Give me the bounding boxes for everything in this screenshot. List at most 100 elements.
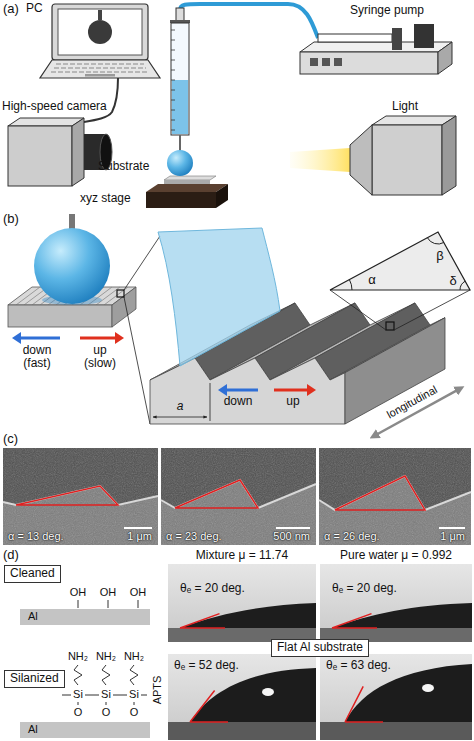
chem-group: Si <box>73 688 83 701</box>
high-speed-camera <box>72 118 84 186</box>
sem-image <box>276 527 310 529</box>
axis-label: longitudinal <box>384 383 439 421</box>
pc-laptop <box>40 60 160 78</box>
drop-photo <box>320 654 472 740</box>
aminopropyl-chain <box>102 665 110 685</box>
device-label: xyz stage <box>80 192 131 206</box>
device-label: Light <box>392 100 418 114</box>
sem-image: α = 23 deg. 500 nm <box>161 448 316 545</box>
dimension-label: a <box>177 400 184 414</box>
syringe-pump <box>392 28 402 50</box>
sem-image <box>161 480 316 508</box>
condition-box: Silanized <box>4 670 65 688</box>
syringe <box>179 135 181 151</box>
image-annotation: θₑ = 20 deg. <box>332 582 397 596</box>
syringe-pump <box>414 24 434 48</box>
image-annotation: θₑ = 63 deg. <box>326 659 391 673</box>
box-text: Cleaned <box>10 567 55 581</box>
light-source <box>350 125 372 195</box>
chem-group: Si <box>129 688 139 701</box>
chem-group: O <box>102 706 111 719</box>
al-substrate: Al <box>20 609 150 625</box>
light-beam <box>290 148 350 172</box>
panel-label: (d) <box>3 548 19 563</box>
light-source <box>442 116 456 195</box>
syringe <box>170 8 190 151</box>
direction-arrows <box>12 332 21 344</box>
drop-photo: θₑ = 63 deg. <box>320 654 472 740</box>
sem-image <box>3 448 158 545</box>
device-label: PC <box>26 2 43 16</box>
direction-label: down <box>23 344 52 358</box>
drop-photo <box>320 564 472 642</box>
sem-image <box>319 448 471 545</box>
drop-photo <box>320 654 472 740</box>
direction-arrows <box>307 384 316 396</box>
image-annotation: α = 26 deg. <box>324 530 380 543</box>
sem-image <box>3 448 158 545</box>
xyz-stage <box>146 184 228 192</box>
drop-photo <box>332 614 377 628</box>
image-annotation: 500 nm <box>273 530 310 543</box>
substrate-plate <box>164 176 216 184</box>
chem-group: O <box>74 706 83 719</box>
syringe-pump <box>300 24 452 74</box>
drop-photo <box>320 722 472 740</box>
drop-photo <box>168 564 316 642</box>
zoom-square <box>386 322 394 330</box>
direction-arrows <box>12 332 124 344</box>
aminopropyl-chain <box>130 665 138 685</box>
angle-label: δ <box>449 274 456 289</box>
condition-box: Cleaned <box>4 565 61 583</box>
sem-image <box>319 476 471 510</box>
light-source <box>372 125 442 195</box>
image-annotation: θₑ = 52 deg. <box>174 659 239 673</box>
chem-group: NH₂ <box>96 650 116 663</box>
xyz-stage <box>146 184 228 208</box>
image-annotation: 1 μm <box>440 530 465 543</box>
sem-image: α = 26 deg. 1 μm <box>319 448 471 545</box>
syringe <box>171 23 189 135</box>
pc-laptop <box>51 64 149 72</box>
substrate-box: Flat Al substrate <box>271 639 369 657</box>
image-annotation: α = 13 deg. <box>8 530 64 543</box>
pc-laptop <box>98 10 102 20</box>
syringe-pump <box>318 34 392 42</box>
zoom-line <box>330 290 470 330</box>
pitch-dimension <box>153 417 207 418</box>
molecule-label: APTS <box>151 676 164 705</box>
syringe-pump <box>322 58 330 66</box>
pitch-dimension <box>153 383 210 421</box>
drop-photo <box>422 684 434 692</box>
box-text: Flat Al substrate <box>277 641 363 655</box>
device-label: Syringe pump <box>350 4 424 18</box>
drop-photo <box>180 603 316 628</box>
chem-group: NH₂ <box>124 650 144 663</box>
droplet <box>34 228 110 304</box>
direction-label: (slow) <box>84 357 116 371</box>
panel-label: (c) <box>3 432 18 447</box>
high-speed-camera <box>8 118 112 186</box>
oh-bond <box>78 600 138 608</box>
drop-photo <box>332 603 472 628</box>
pc-laptop <box>58 9 142 55</box>
syringe-pump <box>310 58 318 66</box>
syringe <box>171 30 175 130</box>
pc-laptop <box>85 74 115 77</box>
sem-image <box>3 486 158 505</box>
sawtooth-surface <box>150 358 345 424</box>
drop-photo <box>168 654 316 740</box>
high-speed-camera <box>8 118 84 126</box>
direction-arrows <box>20 337 60 340</box>
sem-image <box>319 448 471 545</box>
chem-group: OH <box>100 586 117 599</box>
sem-image: α = 13 deg.1 μm <box>3 448 158 545</box>
image-annotation: α = 23 deg. <box>166 530 222 543</box>
panel-label: (b) <box>3 212 19 227</box>
chem-group: Si <box>101 688 111 701</box>
syringe <box>172 80 188 134</box>
drop-photo: θₑ = 52 deg. <box>168 654 316 740</box>
sem-image <box>161 448 316 545</box>
direction-label: up <box>286 395 299 409</box>
droplet <box>167 150 193 176</box>
